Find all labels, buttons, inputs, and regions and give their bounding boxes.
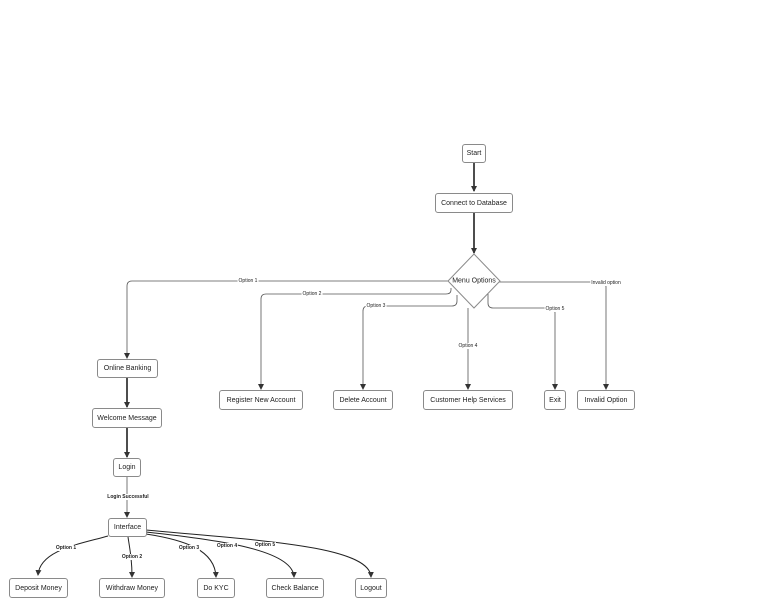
edge-menu-option1 [124,280,448,359]
login-node: Login [113,458,141,477]
edge-label-interface-option3: Option 3 [177,545,201,551]
welcome-message-node: Welcome Message [92,408,162,428]
edge-interface-option5 [145,529,374,578]
edge-menu-option2 [258,288,452,390]
edge-label-login-successful: Login Successful [106,494,150,500]
do-kyc-node: Do KYC [197,578,235,598]
withdraw-money-node: Withdraw Money [99,578,165,598]
edge-label-interface-option4: Option 4 [215,543,239,549]
edge-label-menu-option1: Option 1 [237,278,259,284]
connect-database-node: Connect to Database [435,193,513,213]
check-balance-node: Check Balance [266,578,324,598]
edge-label-menu-option4: Option 4 [457,343,479,349]
online-banking-node: Online Banking [97,359,158,378]
invalid-option-node: Invalid Option [577,390,635,410]
delete-account-node: Delete Account [333,390,393,410]
logout-node: Logout [355,578,387,598]
edge-menu-option3 [360,295,458,390]
edge-label-menu-invalid: Invalid option [590,280,622,286]
edge-label-menu-option5: Option 5 [544,306,566,312]
edge-label-interface-option5: Option 5 [253,542,277,548]
edge-label-menu-option3: Option 3 [365,303,387,309]
edge-interface-option3 [145,533,219,578]
customer-help-services-node: Customer Help Services [423,390,513,410]
menu-options-diamond [447,253,501,309]
edge-label-menu-option2: Option 2 [301,291,323,297]
exit-node: Exit [544,390,566,410]
edge-menu-invalid [498,281,609,390]
start-node: Start [462,144,486,163]
menu-options-label: Menu Options [452,277,496,285]
edge-label-interface-option1: Option 1 [54,545,78,551]
register-new-account-node: Register New Account [219,390,303,410]
edge-interface-option1 [35,535,109,576]
deposit-money-node: Deposit Money [9,578,68,598]
edge-label-interface-option2: Option 2 [120,554,144,560]
edge-interface-option4 [145,531,297,578]
interface-node: Interface [108,518,147,537]
